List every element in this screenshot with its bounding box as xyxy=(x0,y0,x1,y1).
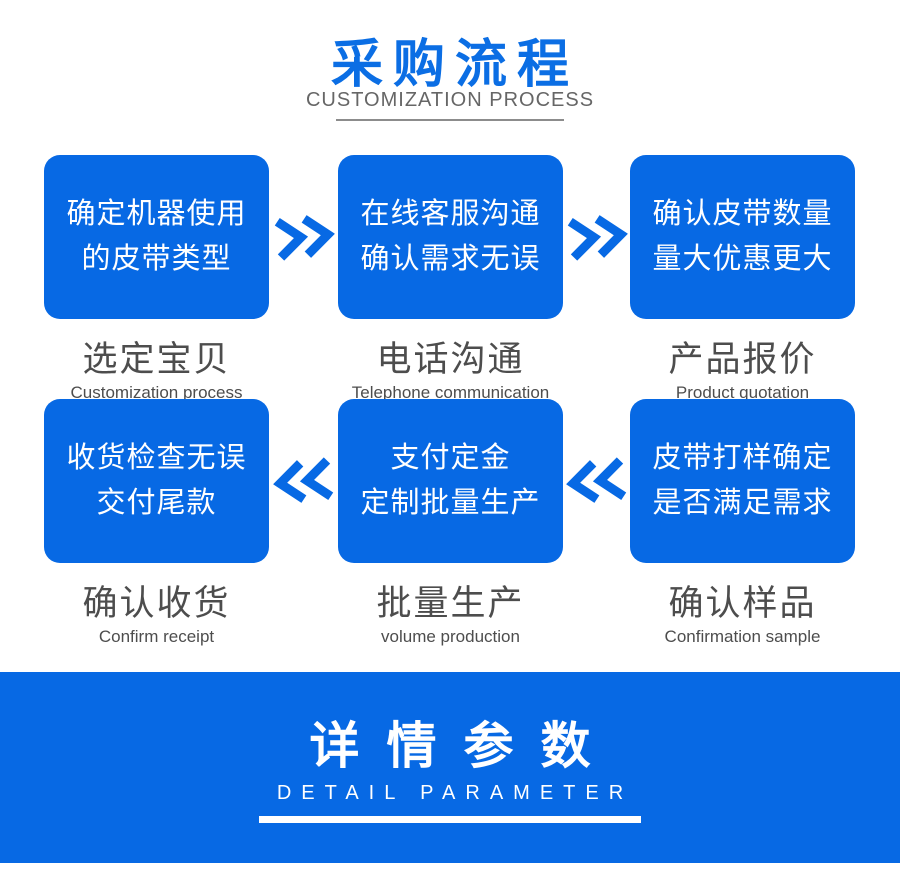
step-box-line2: 量大优惠更大 xyxy=(652,243,833,275)
double-chevron-right-icon xyxy=(564,211,630,263)
step-box-line1: 收货检查无误 xyxy=(66,442,247,474)
step-box-line2: 的皮带类型 xyxy=(81,243,232,275)
step-box: 支付定金 定制批量生产 xyxy=(338,399,563,563)
step-box-line1: 在线客服沟通 xyxy=(360,198,541,230)
banner-title: 详情参数 xyxy=(309,718,618,774)
step-box: 在线客服沟通 确认需求无误 xyxy=(338,155,563,319)
step-box: 确定机器使用 的皮带类型 xyxy=(44,155,269,319)
step-volume-production: 支付定金 定制批量生产 批量生产 volume production xyxy=(338,399,563,647)
step-select-product: 确定机器使用 的皮带类型 选定宝贝 Customization process xyxy=(44,155,269,403)
double-chevron-right-icon xyxy=(271,211,337,263)
step-box-line1: 确认皮带数量 xyxy=(652,198,833,230)
double-chevron-left-icon xyxy=(271,455,337,507)
step-caption: 选定宝贝 xyxy=(82,340,231,379)
step-caption-en: Confirmation sample xyxy=(664,627,821,646)
step-box: 收货检查无误 交付尾款 xyxy=(44,399,269,563)
step-box-line2: 交付尾款 xyxy=(96,487,217,519)
title-underline xyxy=(336,119,564,121)
step-confirm-sample: 皮带打样确定 是否满足需求 确认样品 Confirmation sample xyxy=(630,399,855,647)
step-caption: 产品报价 xyxy=(668,340,817,379)
step-box-line2: 定制批量生产 xyxy=(360,487,541,519)
step-box-line1: 皮带打样确定 xyxy=(652,442,833,474)
step-communication: 在线客服沟通 确认需求无误 电话沟通 Telephone communicati… xyxy=(338,155,563,403)
banner-subtitle: DETAIL PARAMETER xyxy=(276,782,634,804)
step-caption-en: Confirm receipt xyxy=(98,627,215,646)
step-confirm-receipt: 收货检查无误 交付尾款 确认收货 Confirm receipt xyxy=(44,399,269,647)
double-chevron-left-icon xyxy=(564,455,630,507)
step-box-line2: 是否满足需求 xyxy=(652,487,833,519)
step-box: 皮带打样确定 是否满足需求 xyxy=(630,399,855,563)
step-box-line1: 支付定金 xyxy=(390,442,511,474)
step-quotation: 确认皮带数量 量大优惠更大 产品报价 Product quotation xyxy=(630,155,855,403)
detail-parameter-banner: 详情参数 DETAIL PARAMETER xyxy=(0,672,900,863)
page-title: 采购流程 xyxy=(330,36,579,94)
step-caption-en: Product quotation xyxy=(675,383,810,402)
step-box-line1: 确定机器使用 xyxy=(66,198,247,230)
step-caption-en: Customization process xyxy=(70,383,243,402)
step-caption-en: volume production xyxy=(381,627,520,646)
step-box-line2: 确认需求无误 xyxy=(360,243,541,275)
step-box: 确认皮带数量 量大优惠更大 xyxy=(630,155,855,319)
banner-underline xyxy=(259,816,641,823)
step-caption: 批量生产 xyxy=(376,584,525,623)
step-caption-en: Telephone communication xyxy=(351,383,550,402)
step-caption: 电话沟通 xyxy=(376,340,525,379)
step-caption: 确认收货 xyxy=(82,584,231,623)
step-caption: 确认样品 xyxy=(668,584,817,623)
page-subtitle: CUSTOMIZATION PROCESS xyxy=(305,89,595,111)
